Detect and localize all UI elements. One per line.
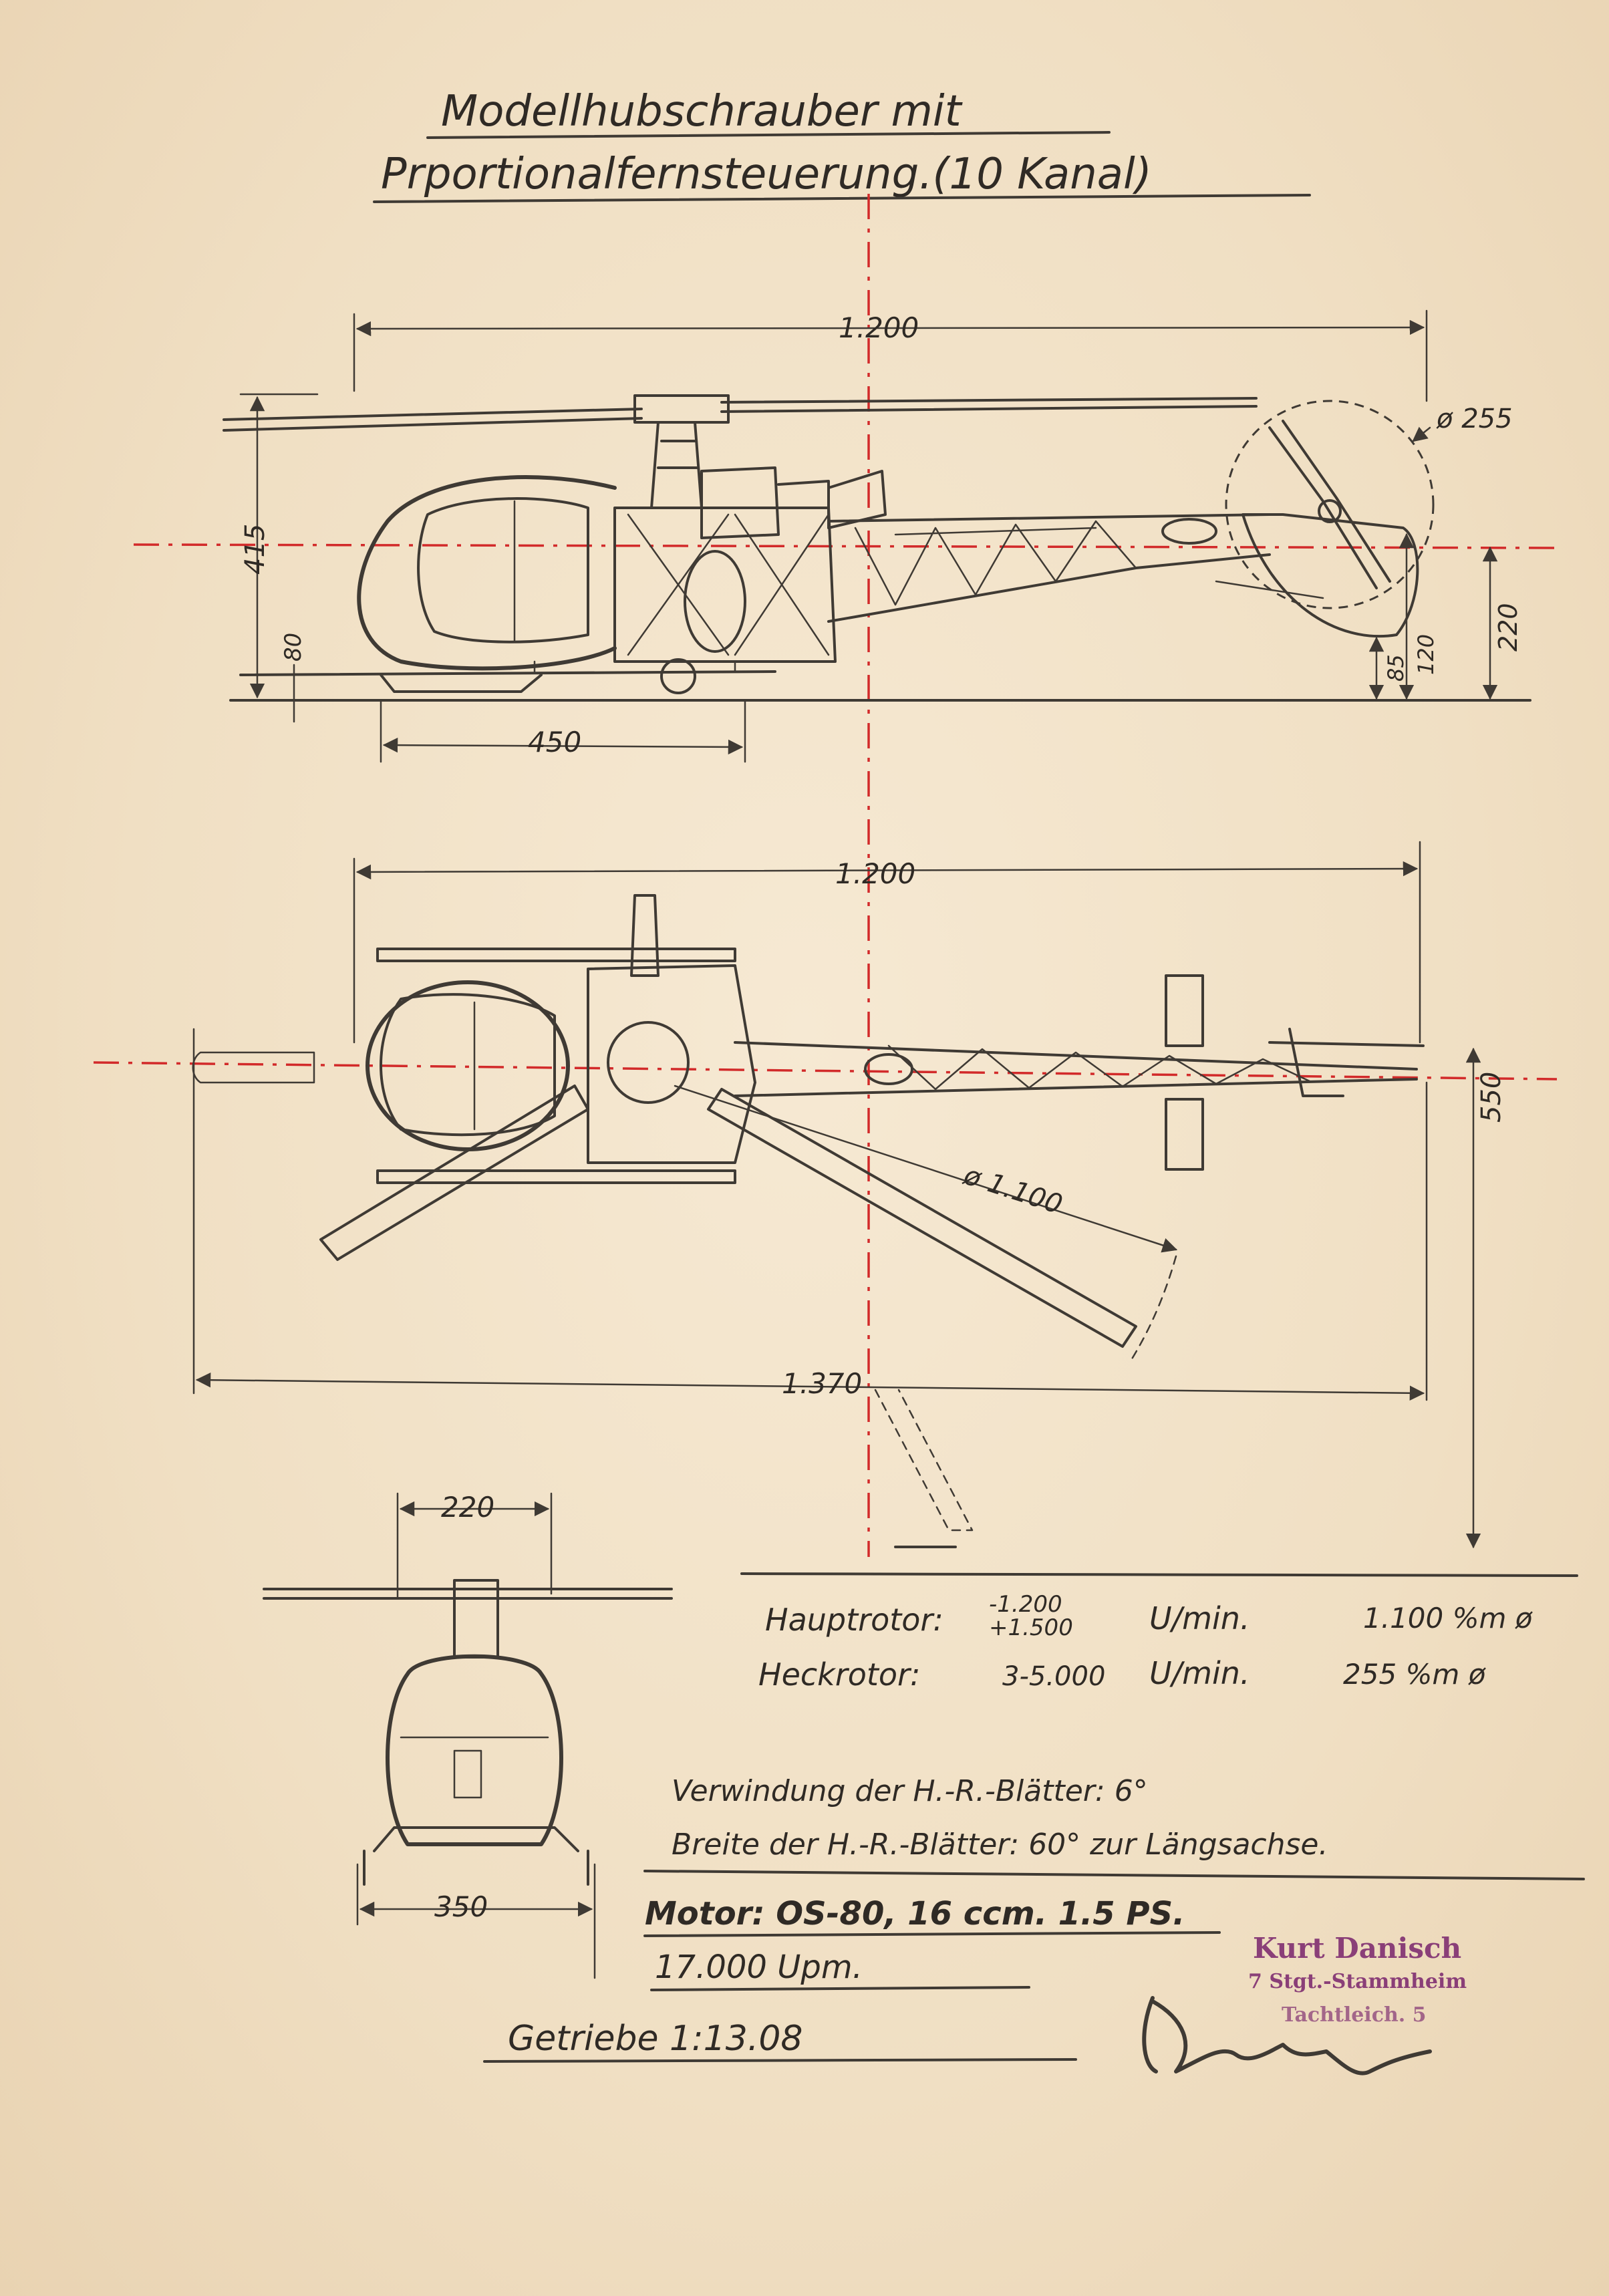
title-line-1: Modellhubschrauber mit [441,87,964,136]
heckrotor-rpm: 3-5.000 [1002,1661,1105,1692]
front-skids [363,1826,589,1886]
cabin-canopy [357,475,617,671]
main-rotor-blade-right [720,397,1258,413]
airframe [613,507,837,663]
getriebe-text: Getriebe 1:13.08 [508,2019,803,2059]
landing-skid [239,670,776,693]
hauptrotor-unit: U/min. [1149,1600,1250,1636]
main-rotor-blade-left [223,408,643,432]
tail-height-120-label: 120 [1413,634,1439,675]
rotor-hub [633,394,730,424]
tail-height-85-label: 85 [1383,654,1409,682]
top-tail-boom [734,1041,1418,1097]
heckrotor-label: Heckrotor: [758,1657,920,1693]
upm-text: 17.000 Upm. [655,1949,863,1986]
heckrotor-unit: U/min. [1149,1655,1250,1691]
hauptrotor-rpm-a: -1.200 [989,1591,1062,1618]
tail-height-220-label: 220 [1493,603,1523,652]
hauptrotor-label: Hauptrotor: [765,1602,943,1638]
stamp-name: Kurt Danisch [1253,1932,1461,1965]
top-length-label: 1.200 [835,857,915,890]
ground-wheel [660,658,696,694]
front-mast [453,1579,499,1659]
tail-rotor-disc [1225,400,1435,609]
hauptrotor-rpm-b: +1.500 [989,1614,1073,1641]
front-top-width-label: 220 [441,1491,494,1524]
top-view-centerline [93,1061,1558,1081]
length-dimension-line [355,319,1425,337]
stabilizer-upper [1165,974,1204,1047]
heckrotor-diameter: 255 %m ø [1343,1658,1487,1691]
verwindung-text: Verwindung der H.-R.-Blätter: 6° [672,1774,1148,1808]
main-rotor-diameter-label: ø 1.100 [960,1159,1066,1220]
signature [1142,1996,1432,2075]
front-cabin [386,1654,563,1846]
stamp-address-2: Tachtleich. 5 [1282,2003,1427,2027]
title-underline-2 [373,194,1311,203]
front-rotor [263,1588,673,1600]
rotor-mast [650,421,703,509]
title-block: Modellhubschrauber mit Prportionalfernst… [373,87,1311,203]
top-tail-rotor [1268,1028,1425,1097]
main-blade-lower-left [319,1085,589,1261]
maker-stamp: Kurt Danisch 7 Stgt.-Stammheim Tachtleic… [1248,1932,1467,2027]
skid-length-dimension-line [382,737,744,755]
width-label: 550 [1476,1072,1507,1123]
top-view: 1.200 ø 1.100 [192,841,1507,1549]
side-view-centerline [133,543,1558,549]
top-stabilizer [630,894,660,977]
tail-fin [1241,513,1419,638]
total-length-dimension-line [195,1372,1425,1401]
breite-text: Breite der H.-R.-Blätter: 60° zur Längsa… [672,1828,1328,1862]
top-skid-upper [376,948,736,962]
main-blade-lower-right [707,1088,1137,1348]
title-line-2: Prportionalfernsteuerung.(10 Kanal) [381,150,1152,199]
front-view: 220 350 [263,1491,673,1979]
specifications: Hauptrotor: -1.200 +1.500 U/min. 1.100 %… [483,1572,1585,2063]
centerlines [93,194,1558,1557]
tail-truss [854,520,1137,606]
skid-offset-label: 80 [280,633,307,662]
top-rotor-hub [607,1021,690,1104]
title-underline-1 [426,131,1111,139]
motor-text: Motor: OS-80, 16 ccm. 1.5 PS. [645,1895,1185,1932]
hauptrotor-diameter: 1.100 %m ø [1363,1602,1533,1634]
cabin-window [417,497,589,643]
top-tail-truss [887,1044,1311,1091]
height-label: 415 [240,524,271,575]
fuel-tank [684,550,746,653]
main-blade-ghost [874,1389,974,1532]
side-view: 1.200 ø 255 [223,309,1531,763]
tail-boom [827,513,1271,623]
overall-length-label: 1.200 [839,311,919,344]
front-skid-width-label: 350 [434,1890,488,1923]
tail-rotor-blades [1268,420,1391,589]
stabilizer-lower [1165,1098,1204,1171]
tail-rotor-diameter-label: ø 255 [1436,404,1513,434]
top-skid-lower [376,1169,736,1184]
total-length-label: 1.370 [782,1367,862,1400]
engine-block [700,466,887,539]
skid-length-label: 450 [528,726,581,758]
stamp-address-1: 7 Stgt.-Stammheim [1248,1970,1467,1993]
